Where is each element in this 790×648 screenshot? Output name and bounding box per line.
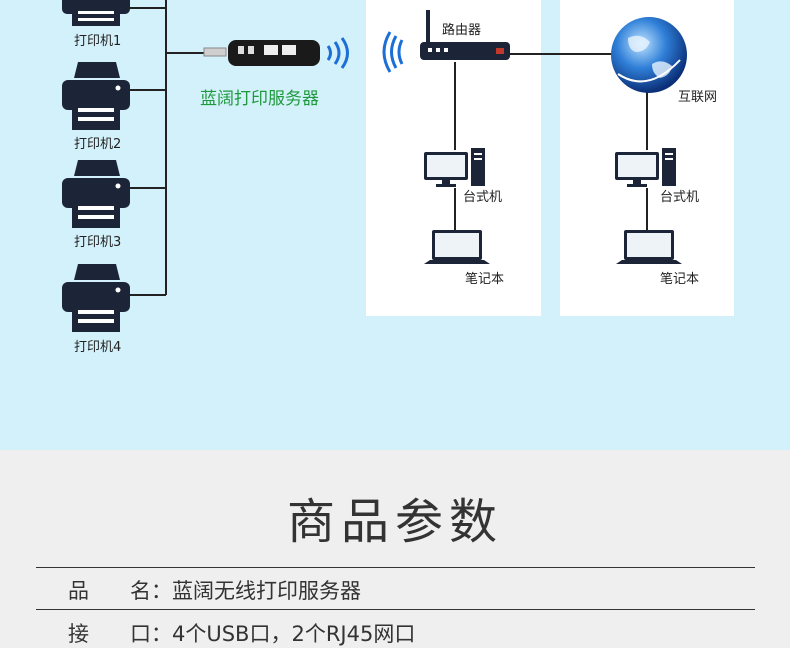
laptop-label-1: 笔记本	[465, 272, 505, 287]
spec-key-char: 口	[130, 622, 151, 646]
spec-value: 蓝阔无线打印服务器	[172, 579, 361, 603]
spec-value: 4个USB口，2个RJ45网口	[172, 622, 416, 646]
desktop-label-1: 台式机	[463, 190, 503, 205]
router-device	[382, 10, 518, 73]
printer-2	[60, 62, 132, 134]
laptop-1	[424, 230, 490, 270]
printer-3	[60, 160, 132, 232]
spec-key-char: 接	[68, 622, 89, 646]
print-server-label: 蓝阔打印服务器	[200, 89, 319, 109]
printer-icon	[62, 160, 130, 228]
laptop-2	[616, 230, 682, 270]
desktop-computer-1	[424, 148, 488, 188]
laptop-icon	[424, 230, 490, 264]
divider	[36, 609, 755, 610]
printer-label-1: 打印机1	[74, 34, 122, 49]
spec-colon: ：	[151, 622, 172, 646]
print-server-device	[202, 37, 352, 74]
printer-icon	[62, 0, 130, 26]
desktop-icon	[615, 148, 676, 187]
laptop-label-2: 笔记本	[660, 272, 700, 287]
spec-key-char: 名	[130, 579, 151, 603]
printer-label-4: 打印机4	[74, 340, 122, 355]
router-icon	[382, 10, 510, 73]
printer-icon	[62, 264, 130, 332]
router-label: 路由器	[442, 23, 482, 38]
desktop-computer-2	[615, 148, 679, 188]
globe-icon	[611, 17, 687, 93]
laptop-icon	[616, 230, 682, 264]
printer-label-3: 打印机3	[74, 235, 122, 250]
internet-label: 互联网	[678, 90, 718, 105]
internet-globe	[608, 14, 690, 96]
desktop-icon	[424, 148, 485, 187]
printer-label-2: 打印机2	[74, 137, 122, 152]
printer-4	[60, 264, 132, 336]
printer-1	[60, 0, 132, 28]
printer-bus-lines	[130, 0, 648, 296]
printer-icon	[62, 62, 130, 130]
spec-row-name: 品 名：蓝阔无线打印服务器	[68, 575, 361, 605]
spec-row-ports: 接 口：4个USB口，2个RJ45网口	[68, 618, 415, 648]
network-diagram: 打印机1 打印机2 打印机3 打印	[0, 0, 790, 450]
spec-key-char: 品	[68, 579, 89, 603]
desktop-label-2: 台式机	[660, 190, 700, 205]
divider	[36, 567, 755, 568]
section-title: 商品参数	[286, 494, 503, 550]
print-server-icon	[203, 37, 349, 69]
spec-colon: ：	[151, 579, 172, 603]
